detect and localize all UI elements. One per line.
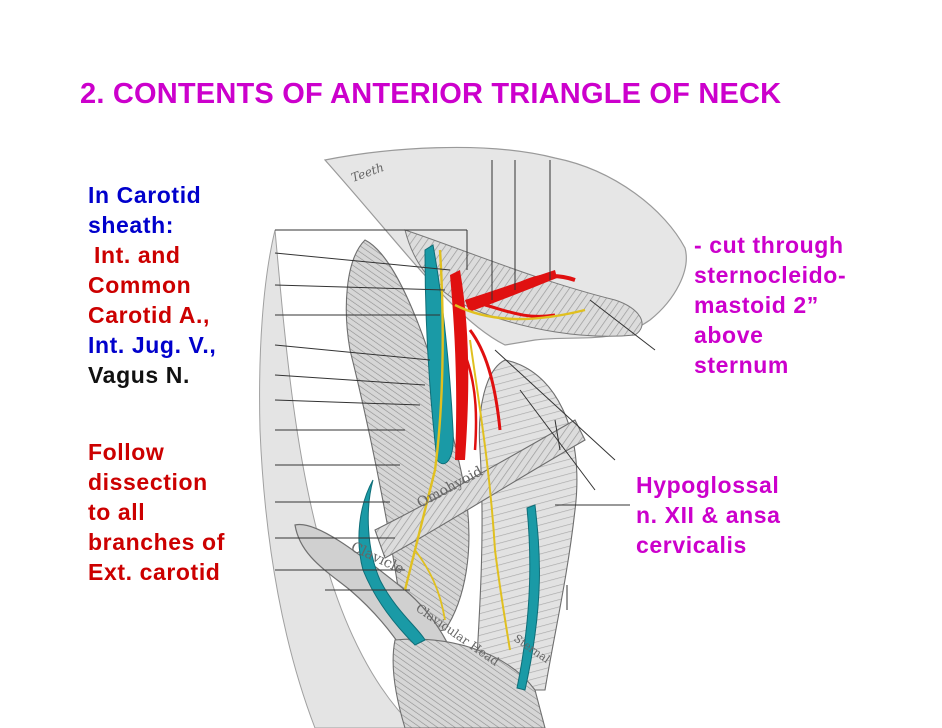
- external-jugular-vein: [358, 479, 426, 646]
- subclavian-vein: [516, 504, 540, 691]
- follow-line-1: Follow: [88, 439, 165, 465]
- cut-line-1: - cut through: [694, 232, 844, 258]
- cut-through-text: - cut through sternocleido- mastoid 2” a…: [694, 230, 846, 380]
- follow-dissection-text: Follow dissection to all branches of Ext…: [88, 437, 225, 587]
- carotid-line-4: Common: [88, 272, 192, 298]
- cut-line-4: above: [694, 322, 764, 348]
- follow-line-4: branches of: [88, 529, 225, 555]
- hypoglossal-nerve: [454, 303, 586, 321]
- pointer-lines: [274, 229, 468, 591]
- carotid-line-6: Int. Jug. V.,: [88, 332, 217, 358]
- cut-line-5: sternum: [694, 352, 789, 378]
- hypo-line-3: cervicalis: [636, 532, 747, 558]
- pointer-lines-top: [491, 160, 551, 300]
- carotid-line-7: Vagus N.: [88, 362, 190, 388]
- vagus-nerve: [403, 249, 444, 591]
- hypo-line-1: Hypoglossal: [636, 472, 780, 498]
- pointer-lines-right: [494, 299, 656, 610]
- clavicular-head: [392, 638, 546, 728]
- page-title: 2. CONTENTS OF ANTERIOR TRIANGLE OF NECK: [80, 78, 782, 110]
- follow-line-3: to all: [88, 499, 146, 525]
- follow-line-2: dissection: [88, 469, 208, 495]
- neck-dissection-illustration: Teeth Omohyoid Clavicle Clavicular Head …: [259, 146, 687, 728]
- carotid-line-5: Carotid A.,: [88, 302, 211, 328]
- nerve-branch: [414, 549, 446, 621]
- facial-artery-branch: [498, 273, 576, 297]
- carotid-line-3: Int. and: [94, 242, 181, 268]
- internal-jugular-vein: [424, 244, 454, 465]
- carotid-line-1: In Carotid: [88, 182, 202, 208]
- artery-branch-a: [465, 359, 478, 451]
- lingual-artery-branch: [484, 303, 556, 318]
- carotid-line-2: sheath:: [88, 212, 174, 238]
- cut-line-2: sternocleido-: [694, 262, 847, 288]
- follow-line-5: Ext. carotid: [88, 559, 221, 585]
- superior-thyroid-artery: [468, 329, 502, 431]
- omohyoid-muscle: [374, 419, 586, 559]
- common-carotid-artery: [450, 270, 469, 460]
- hypoglossal-text: Hypoglossal n. XII & ansa cervicalis: [636, 470, 781, 560]
- ansa-cervicalis: [469, 339, 511, 651]
- cut-line-3: mastoid 2”: [694, 292, 819, 318]
- hypo-line-2: n. XII & ansa: [636, 502, 781, 528]
- carotid-sheath-text: In Carotid sheath: Int. and Common Carot…: [88, 180, 216, 390]
- neck-skin-left: [259, 229, 416, 728]
